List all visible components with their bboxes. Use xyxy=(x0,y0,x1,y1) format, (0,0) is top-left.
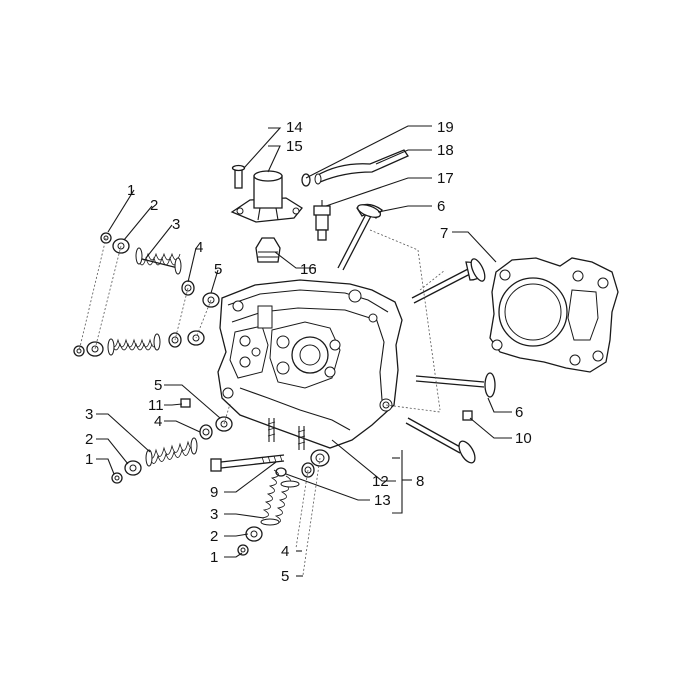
clamp-19 xyxy=(301,173,311,187)
callout-2-upper: 2 xyxy=(150,197,158,214)
callout-5-lower: 5 xyxy=(281,568,289,585)
leader-lines xyxy=(96,125,512,558)
valve-upper-right xyxy=(411,258,486,304)
callout-4-middle: 4 xyxy=(154,413,162,430)
thermostat-housing xyxy=(230,170,303,223)
thermostat-16 xyxy=(255,237,281,263)
callout-3-upper: 3 xyxy=(172,216,180,233)
seal-4b xyxy=(199,424,213,440)
callout-1-lower: 1 xyxy=(210,549,218,566)
screw-14 xyxy=(231,164,246,189)
callout-6-upper: 6 xyxy=(437,198,445,215)
washer-13 xyxy=(275,467,287,477)
callout-18: 18 xyxy=(437,142,454,159)
callout-7: 7 xyxy=(440,225,448,242)
retainer-2b xyxy=(124,460,142,476)
callout-19: 19 xyxy=(437,119,454,136)
callout-5-upper: 5 xyxy=(214,261,222,278)
callout-labels: 14 15 19 18 17 6 7 16 1 2 3 4 5 5 11 4 3… xyxy=(85,119,532,585)
keeper-1b xyxy=(111,472,123,484)
callout-2-middle: 2 xyxy=(85,431,93,448)
callout-4-upper: 4 xyxy=(195,239,203,256)
callout-1-middle: 1 xyxy=(85,451,93,468)
callout-5-middle: 5 xyxy=(154,377,162,394)
spring-3c xyxy=(260,469,300,526)
callout-8: 8 xyxy=(416,473,424,490)
callout-13: 13 xyxy=(374,492,391,509)
callout-17: 17 xyxy=(437,170,454,187)
spring-3b xyxy=(145,437,198,467)
callout-14: 14 xyxy=(286,119,303,136)
bolt-9 xyxy=(210,454,285,472)
plug-11 xyxy=(180,398,191,408)
callout-11: 11 xyxy=(148,397,164,414)
callout-10: 10 xyxy=(515,430,532,447)
head-gasket xyxy=(489,257,619,373)
spring-3a2 xyxy=(107,333,161,356)
hose-18 xyxy=(314,149,409,185)
keeper-1c xyxy=(237,544,249,556)
plug-10 xyxy=(462,410,473,421)
callout-2-lower: 2 xyxy=(210,528,218,545)
valve-lower xyxy=(405,417,476,464)
callout-15: 15 xyxy=(286,138,303,155)
assembly-lines xyxy=(78,229,446,576)
retainer-2a2 xyxy=(86,341,104,357)
callout-9: 9 xyxy=(210,484,218,501)
callout-6-lower: 6 xyxy=(515,404,523,421)
callout-3-lower: 3 xyxy=(210,506,218,523)
callout-12: 12 xyxy=(372,473,389,490)
spring-3a xyxy=(135,247,182,275)
callout-16: 16 xyxy=(300,261,317,278)
retainer-2c xyxy=(245,526,263,542)
callout-1-upper: 1 xyxy=(127,182,135,199)
cylinder-head xyxy=(217,279,403,450)
callout-3-middle: 3 xyxy=(85,406,93,423)
valve-lower-right xyxy=(415,372,496,398)
sender-17 xyxy=(313,200,331,241)
callout-4-lower: 4 xyxy=(281,543,289,560)
valve-upper-left xyxy=(337,203,383,271)
